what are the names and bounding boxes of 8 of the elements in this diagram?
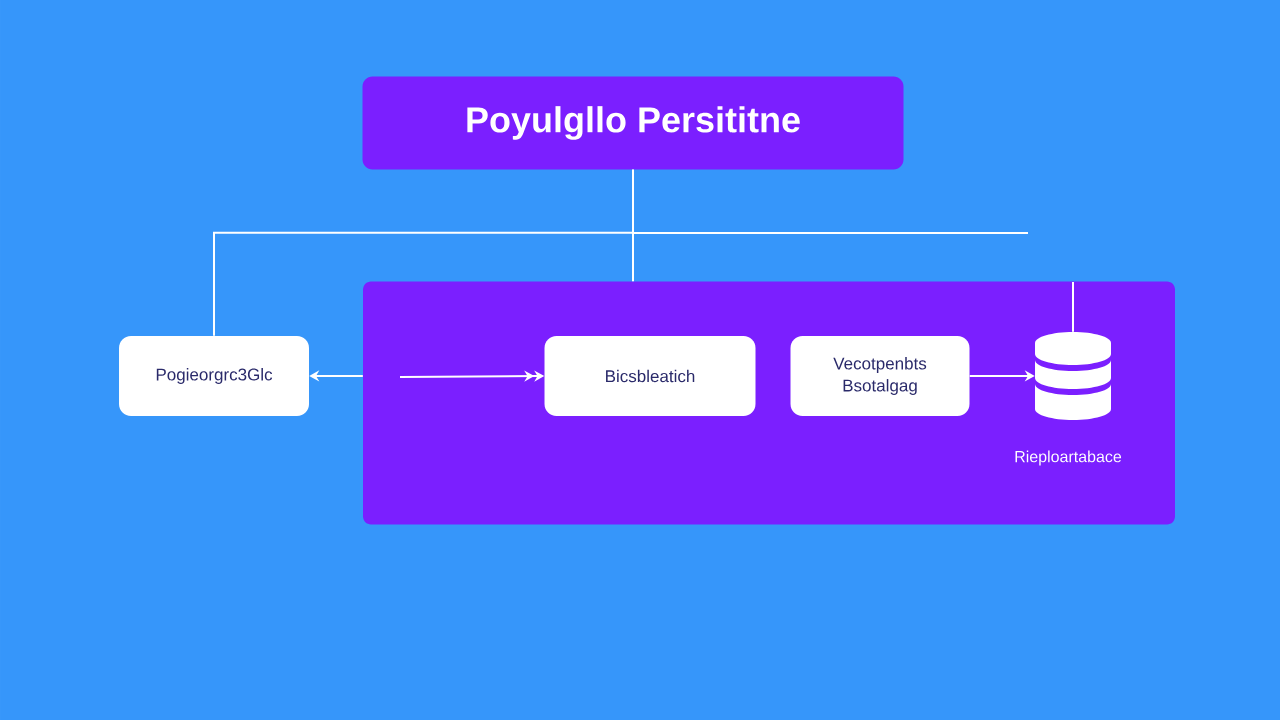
connector-line [632, 168, 1029, 234]
process-box: Bicsbleatich [544, 336, 756, 416]
process-box: Vecotpenbts Bsotalgag [790, 336, 970, 416]
database-cylinder [1035, 332, 1111, 420]
title-box: Poyulgllo Persititne [362, 76, 904, 170]
process-box: Pogieorgrc3Glc [119, 336, 309, 416]
connector-line [1072, 281, 1074, 333]
node-caption: Rieploartabace [1015, 450, 1122, 466]
